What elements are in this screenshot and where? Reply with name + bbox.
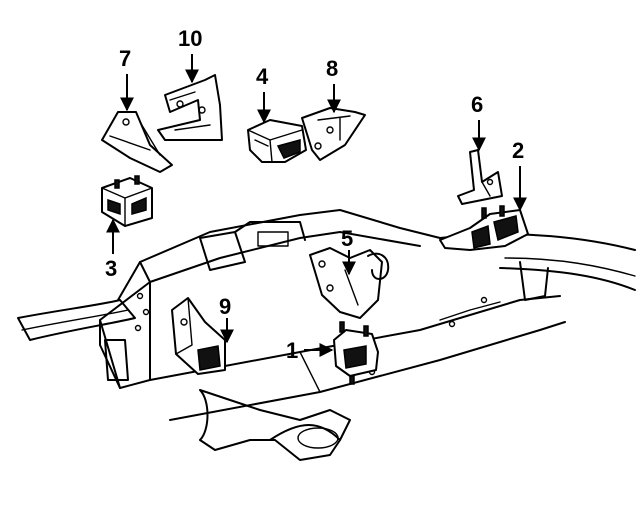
callout-7: 7 (119, 46, 131, 71)
part-3-mount (101, 175, 153, 227)
part-8-bracket (301, 107, 366, 161)
callout-8: 8 (326, 56, 338, 81)
callout-6: 6 (471, 92, 483, 117)
part-6-bracket (457, 149, 503, 205)
part-9-bracket (171, 297, 226, 375)
part-4-mount (247, 119, 307, 163)
part-7-bracket (101, 111, 173, 173)
part-10-bracket (157, 74, 223, 141)
callout-5: 5 (341, 226, 353, 251)
frame-crossmember (17, 209, 636, 461)
callout-arrows (106, 54, 527, 357)
callout-4: 4 (256, 64, 269, 89)
callout-2: 2 (512, 138, 524, 163)
callout-labels: 7 10 4 8 6 2 3 5 9 1 (105, 26, 524, 363)
callout-10: 10 (178, 26, 202, 51)
callout-1: 1 (286, 338, 298, 363)
part-2-mount (439, 205, 529, 251)
part-5-bracket (309, 247, 390, 319)
callout-3: 3 (105, 256, 117, 281)
callout-9: 9 (219, 294, 231, 319)
part-1-mount (333, 321, 379, 385)
